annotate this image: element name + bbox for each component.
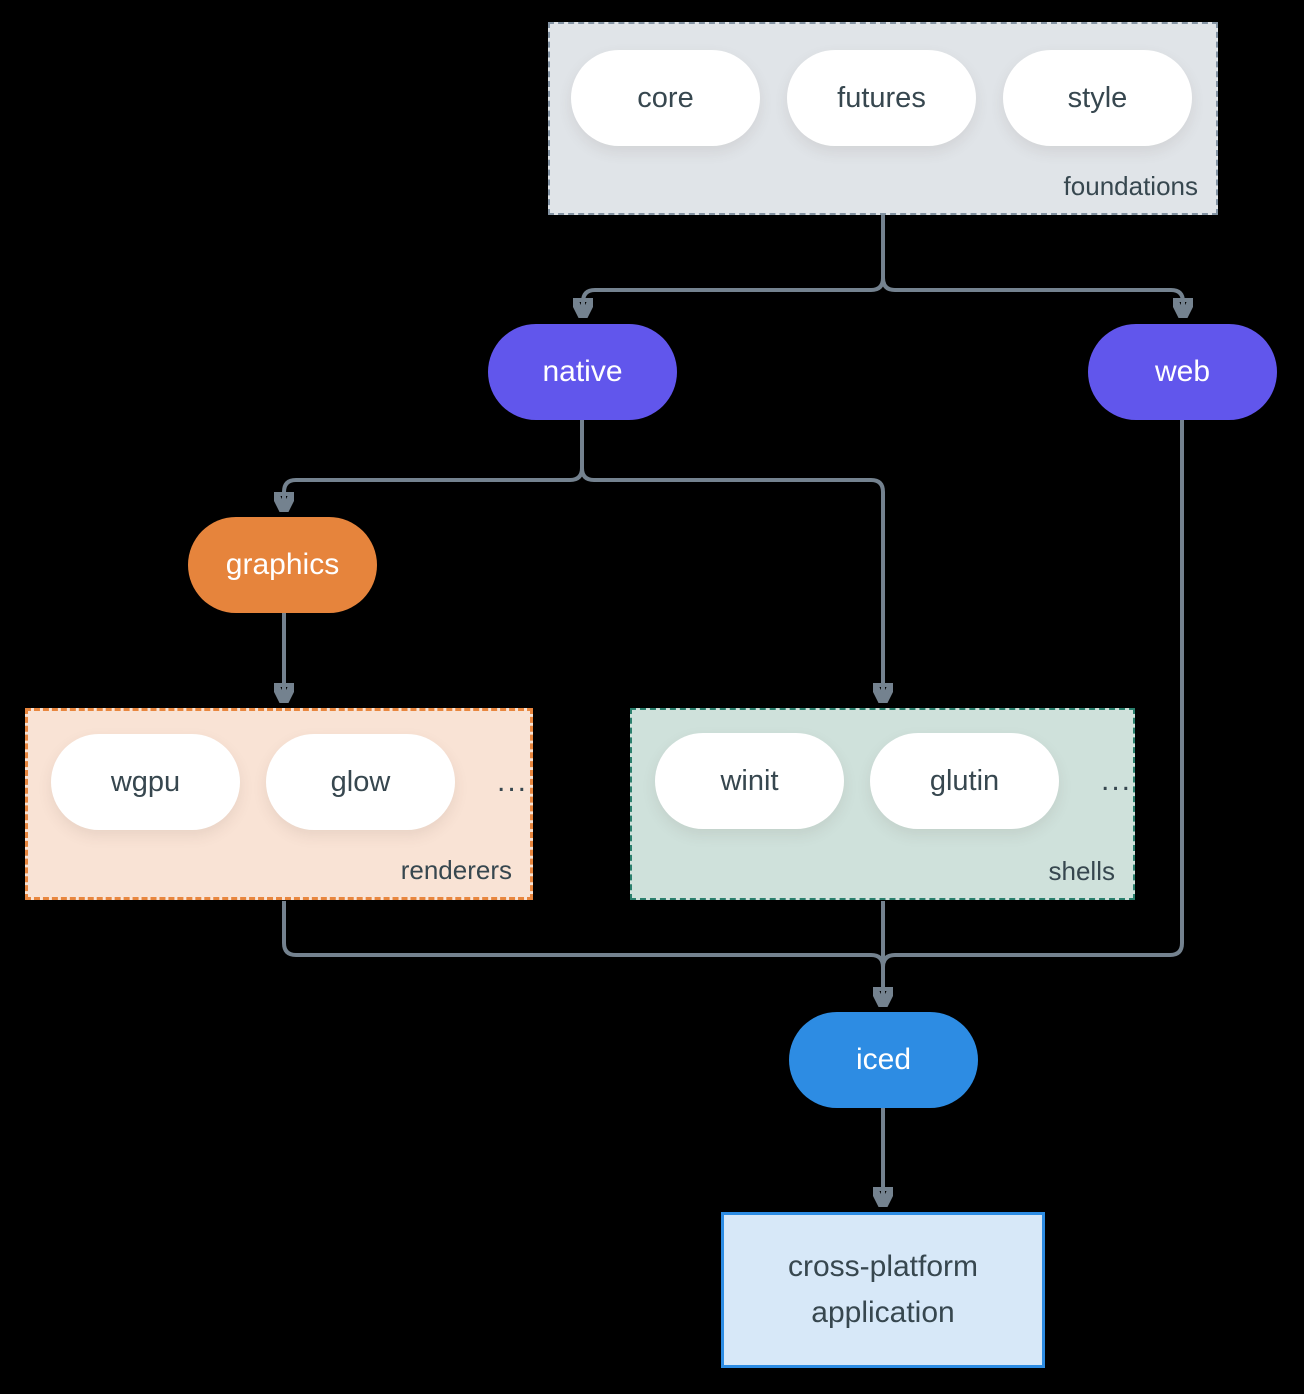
node-cross-platform-application-label: cross-platform application: [787, 1249, 979, 1330]
node-glutin-label: glutin: [929, 764, 1000, 797]
node-iced: iced: [789, 1012, 978, 1108]
renderers-pill-row: wgpu glow ...: [28, 711, 530, 830]
node-core-label: core: [637, 81, 694, 114]
foundations-group-label: foundations: [1063, 171, 1198, 201]
node-futures: futures: [787, 50, 976, 146]
foundations-group: core futures style foundations: [548, 22, 1218, 215]
node-web-label: web: [1154, 355, 1211, 388]
arrow-foundations-to-native: [583, 215, 885, 312]
arrow-foundations-to-web: [881, 215, 1183, 312]
node-native: native: [488, 324, 677, 420]
renderers-group-label: renderers: [400, 855, 512, 885]
node-glow: glow: [266, 734, 455, 830]
node-winit: winit: [655, 733, 844, 829]
node-core: core: [571, 50, 760, 146]
node-graphics-label: graphics: [225, 548, 340, 581]
shells-ellipsis: ...: [1101, 764, 1133, 797]
arrow-native-to-shells: [580, 420, 883, 697]
node-iced-label: iced: [855, 1043, 912, 1076]
node-web: web: [1088, 324, 1277, 420]
node-graphics: graphics: [188, 517, 377, 613]
node-wgpu-label: wgpu: [110, 765, 181, 798]
foundations-pill-row: core futures style: [550, 24, 1216, 146]
shells-group-label: shells: [1048, 856, 1115, 886]
arrow-native-to-graphics: [284, 420, 584, 506]
node-glow-label: glow: [330, 765, 391, 798]
node-futures-label: futures: [837, 81, 926, 114]
shells-pill-row: winit glutin ...: [632, 710, 1133, 829]
node-cross-platform-application: cross-platform application: [721, 1212, 1045, 1368]
shells-group: winit glutin ... shells: [630, 708, 1135, 900]
node-native-label: native: [542, 355, 623, 388]
renderers-ellipsis: ...: [497, 765, 529, 798]
node-winit-label: winit: [720, 764, 779, 797]
node-glutin: glutin: [870, 733, 1059, 829]
line-renderers-to-merge: [282, 901, 885, 975]
node-wgpu: wgpu: [51, 734, 240, 830]
node-style-label: style: [1067, 81, 1128, 114]
renderers-group: wgpu glow ... renderers: [25, 708, 533, 900]
node-style: style: [1003, 50, 1192, 146]
